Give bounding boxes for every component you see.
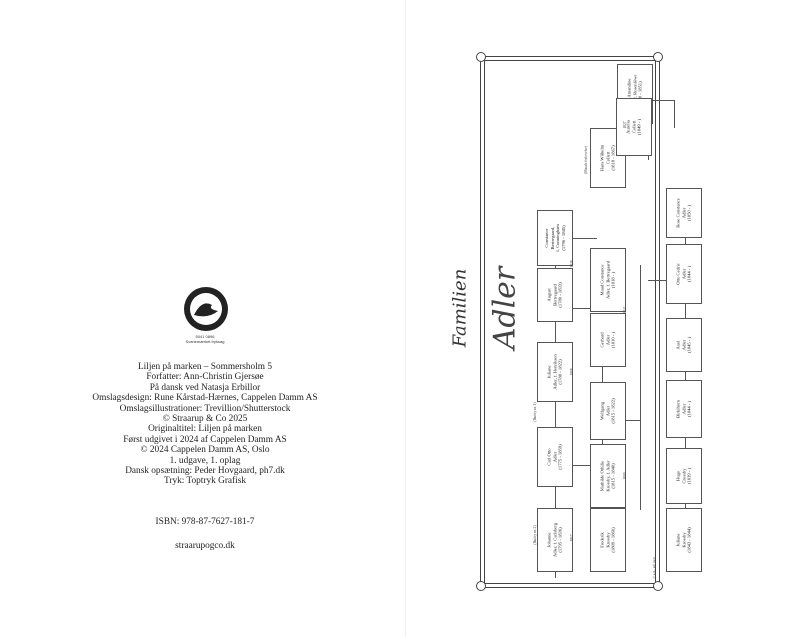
colophon-line: 1. udgave, 1. oplag [169, 455, 241, 466]
marriage-year: 1838 [570, 260, 574, 268]
tree-title-name: Adler [487, 266, 523, 350]
swan-ecolabel-logo [184, 287, 228, 331]
colophon-line: Forfatter: Ann-Christin Gjersøe [146, 372, 264, 383]
connector-line [555, 465, 602, 466]
tree-legend: © a.m., gift med [652, 557, 656, 579]
page-gutter [405, 0, 406, 637]
colophon-line: Omslagsdesign: Rune Kårstad-Hærnes, Capp… [92, 393, 318, 404]
colophon-line: På dansk ved Natasja Erbillor [149, 382, 261, 393]
engagement-note: (Maude forlovelse) [584, 146, 588, 174]
connector-line [555, 238, 597, 239]
colophon-page: 5041 0896 Svanemærket tryksag Liljen på … [70, 0, 340, 637]
tree-title-prefix: Familien [449, 268, 471, 348]
connector-line [640, 265, 641, 342]
connector-line [640, 420, 641, 510]
frame-corner-ornament [476, 52, 486, 62]
marriage-year: 1843 [623, 306, 627, 314]
marriage-note: (Ihuitty nr. 1) [533, 402, 537, 422]
marriage-year: 1817 [570, 534, 574, 542]
colophon-line: © 2024 Cappelen Damm AS, Oslo [140, 445, 270, 456]
ecolabel-number: 5041 0896 [195, 334, 215, 339]
colophon-line: Tryk: Toptryk Grafisk [164, 476, 246, 487]
frame-corner-ornament [476, 581, 486, 591]
colophon-line: Originaltitel: Liljen på marken [148, 424, 262, 435]
colophon-line: Liljen på marken – Sommersholm 5 [137, 362, 272, 372]
tree-frame-outer [480, 56, 660, 588]
connector-line [674, 100, 675, 128]
marriage-year: 1808 [570, 368, 574, 376]
colophon-line: Dansk opsætning: Peder Hovgaard, ph7.dk [125, 466, 285, 477]
colophon-line: Omslagsillustrationer: Trevillion/Shutte… [119, 403, 291, 414]
frame-corner-ornament [653, 52, 663, 62]
marriage-year: 1809 [623, 472, 627, 480]
colophon-lines: Liljen på marken – Sommersholm 5 Forfatt… [70, 362, 340, 487]
colophon-line: Først udgivet i 2024 af Cappelen Damm AS [123, 434, 287, 445]
connector-line [555, 385, 556, 427]
frame-corner-ornament [653, 581, 663, 591]
isbn: ISBN: 978-87-7627-181-7 [155, 517, 255, 527]
marriage-note: (Ihuitty nr. 2) [533, 525, 537, 545]
connector-line [648, 100, 674, 101]
connector-line [555, 308, 597, 309]
tree-frame-inner [484, 60, 656, 584]
connector-line [555, 570, 556, 578]
ecolabel-caption: Svanemærket tryksag [185, 339, 225, 344]
publisher-website: straarupogco.dk [175, 541, 235, 551]
colophon-line: © Straarup & Co 2025 [162, 414, 248, 425]
marriage-year: 1827 [623, 121, 627, 129]
connector-line [640, 342, 641, 420]
